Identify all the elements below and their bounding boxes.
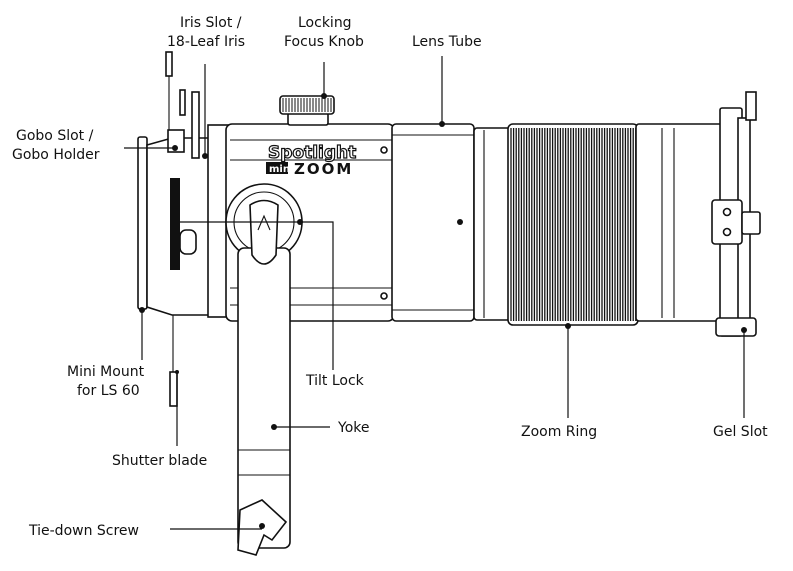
zoom-ring-knurl (510, 128, 637, 321)
label-yoke: Yoke (337, 420, 369, 436)
callout-labels: Iris Slot / 18-Leaf Iris Locking Focus K… (12, 15, 768, 539)
gobo-holder-tab (179, 229, 197, 255)
label-mini-mount-2: for LS 60 (77, 383, 140, 399)
label-iris-slot-1: Iris Slot / (180, 15, 242, 31)
front-ring (473, 127, 511, 321)
gobo-slot-dark (170, 178, 180, 270)
front-tube (635, 123, 723, 322)
brand-mini: mini (269, 164, 293, 175)
label-focus-knob-1: Locking (298, 15, 352, 31)
label-mini-mount-1: Mini Mount (67, 364, 145, 380)
gel-clip-top (745, 91, 757, 121)
label-iris-slot-2: 18-Leaf Iris (167, 34, 245, 50)
label-tilt-lock: Tilt Lock (305, 373, 365, 389)
label-tie-down: Tie-down Screw (28, 523, 139, 539)
mini-mount-plate (137, 136, 148, 310)
shutter-blade-pin (169, 371, 178, 407)
gel-latch (711, 199, 743, 245)
label-focus-knob-2: Focus Knob (284, 34, 364, 50)
label-lens-tube: Lens Tube (412, 34, 482, 50)
yoke-group (237, 199, 291, 556)
brand-zoom: ZOOM (294, 160, 353, 178)
iris-lever (179, 89, 186, 116)
gobo-holder-top (167, 129, 185, 153)
brand-logo: Spotlight mini ZOOM (266, 142, 357, 178)
label-gel-slot: Gel Slot (713, 424, 768, 440)
iris-rod-top (165, 51, 173, 77)
label-gobo-slot-2: Gobo Holder (12, 147, 100, 163)
gel-clip-bottom (715, 317, 757, 337)
label-zoom-ring: Zoom Ring (521, 424, 597, 440)
brand-top: Spotlight (268, 143, 356, 163)
label-shutter-blade: Shutter blade (112, 453, 207, 469)
leader-lines (124, 56, 747, 530)
focus-knob (279, 95, 335, 126)
iris-slot-rail (191, 91, 200, 159)
tilt-lock-handle (249, 199, 279, 265)
label-gobo-slot-1: Gobo Slot / (16, 128, 94, 144)
